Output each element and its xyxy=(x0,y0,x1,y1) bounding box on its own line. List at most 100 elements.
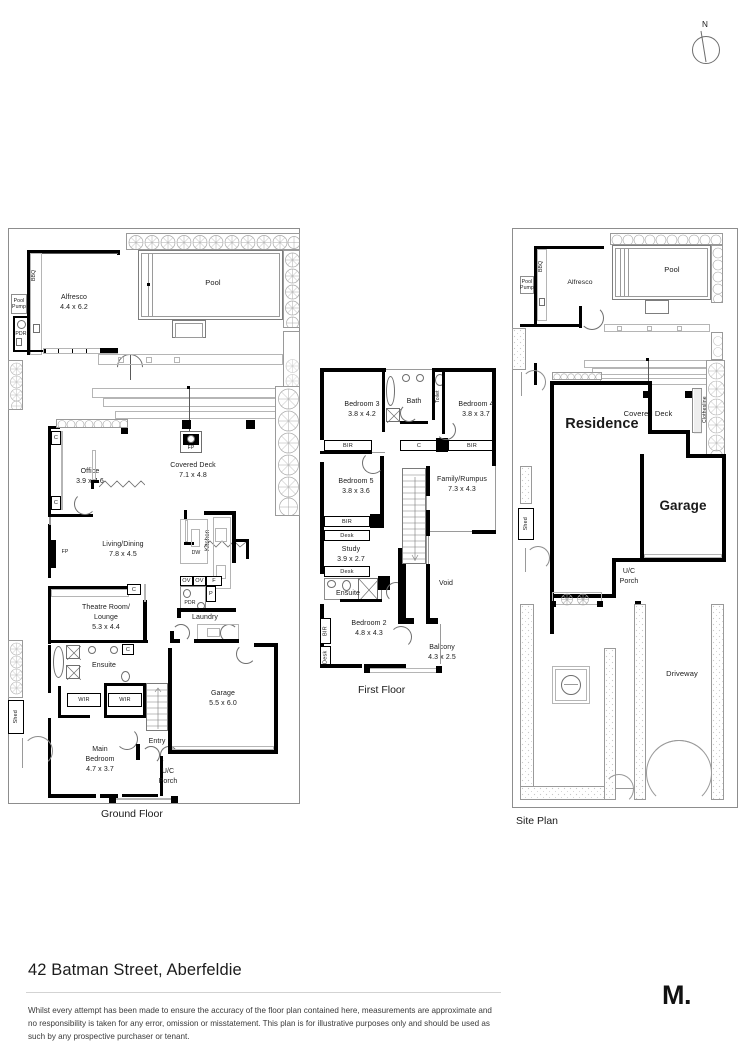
paving-joint-1 xyxy=(44,349,46,353)
footer-divider xyxy=(26,992,501,993)
porch-label-1: U/C xyxy=(161,768,175,775)
site-pergola-beam-1 xyxy=(584,360,709,368)
porch-post-left xyxy=(109,796,116,803)
study-wall-left xyxy=(320,528,324,574)
main-bedroom-label-2: Bedroom xyxy=(85,756,115,763)
ff-wall-top-e xyxy=(436,368,496,372)
paving-joint-4 xyxy=(86,349,87,353)
bedroom4-dims: 3.8 x 3.7 xyxy=(462,411,490,418)
pool-pump-label-2: Pump xyxy=(12,304,26,310)
garage-dims: 5.5 x 6.0 xyxy=(209,700,237,707)
alfresco-post-tr xyxy=(117,250,120,255)
porch-step-strip xyxy=(552,592,602,606)
pool-step-line-2 xyxy=(152,253,153,317)
site-garden-left-1 xyxy=(512,328,526,370)
vanity-basin-1 xyxy=(88,646,96,654)
dw-label: DW xyxy=(191,550,201,556)
bbq-cabinet xyxy=(33,324,40,333)
shrub-col-right-deck xyxy=(275,386,300,516)
laundry-label: Laundry xyxy=(192,614,218,621)
toilet-wall-left-2 xyxy=(432,402,435,420)
site-porch-label-2: Porch xyxy=(619,578,639,585)
garage-label: Garage xyxy=(211,690,235,697)
main-bed-door-jamb xyxy=(136,744,140,760)
covered-deck-dims: 7.1 x 4.8 xyxy=(179,472,207,479)
site-deck-tile-3 xyxy=(677,326,682,331)
ff-wall-right-b xyxy=(492,440,496,466)
bath-shower xyxy=(386,408,402,424)
bedroom4-pier xyxy=(436,438,448,452)
site-alfresco-door-leaf xyxy=(579,306,582,328)
pdr-basin xyxy=(16,338,22,346)
laundry-wall-bottom-left xyxy=(170,639,180,643)
office-jamb-a xyxy=(91,480,99,483)
office-door-swing xyxy=(74,493,96,515)
ff-ensuite-wall-bottom xyxy=(340,599,382,602)
shrub-col-right-mid xyxy=(283,331,300,389)
site-garage-door xyxy=(644,554,722,558)
ff-wall-top-c xyxy=(386,369,432,370)
ensuite-toilet-icon xyxy=(121,671,130,682)
garage-wall-left xyxy=(168,648,172,753)
deck-tile-1 xyxy=(118,357,124,363)
site-plan-title: Site Plan xyxy=(516,815,559,827)
main-bedroom-label-1: Main xyxy=(92,746,108,753)
bedroom3-label: Bedroom 3 xyxy=(344,401,380,408)
pergola-beam-2 xyxy=(103,398,282,407)
site-pool-step-3 xyxy=(628,248,629,297)
laundry-door-swing-left xyxy=(172,624,190,642)
wir-right: WIR xyxy=(108,693,142,707)
ff-ensuite-basin xyxy=(327,580,336,588)
porch-post-a xyxy=(550,601,556,607)
bedroom2-wall-bottom-a xyxy=(320,664,362,668)
residence-wall-step-2v xyxy=(686,430,690,458)
site-pool-label: Pool xyxy=(664,265,680,274)
site-alfresco-label: Alfresco xyxy=(567,279,593,286)
living-fireplace xyxy=(50,540,56,568)
garage-door-swing xyxy=(236,644,256,664)
front-gate-leaf xyxy=(616,788,634,789)
driveway-garden-right xyxy=(711,604,724,800)
bedroom3-wall-bottom xyxy=(320,451,372,454)
balcony-wall-right xyxy=(440,624,441,664)
site-deck-tile-1 xyxy=(617,326,622,331)
pergola-centre-line xyxy=(189,388,190,432)
ground-floor-title: Ground Floor xyxy=(101,808,163,820)
pool-pump-label-1: Pool xyxy=(13,298,25,304)
alfresco-dims: 4.4 x 6.2 xyxy=(60,304,88,311)
family-wall-bottom-b xyxy=(430,531,472,532)
site-alfresco-wall-bottom xyxy=(520,324,580,327)
bath-wall-bottom xyxy=(400,421,428,424)
bedroom4-label: Bedroom 4 xyxy=(458,401,494,408)
pdr2-toilet-icon xyxy=(183,589,191,598)
ff-ensuite-door-swing xyxy=(386,582,406,602)
garage-wall-top xyxy=(254,643,278,647)
first-floor-plan: Bedroom 3 3.8 x 4.2 BIR Bath Toilet Bedr… xyxy=(310,368,510,708)
site-shrub-row-top xyxy=(610,233,723,245)
alfresco-wall-top xyxy=(27,250,120,253)
bedroom4-wall-left xyxy=(442,372,445,434)
kitchen-island xyxy=(180,519,208,564)
feature-planter-outer xyxy=(552,666,590,704)
living-wall-left xyxy=(48,524,51,578)
office-zigzag xyxy=(98,476,146,488)
stair-wall-b xyxy=(426,510,430,536)
balcony-dims: 4.3 x 2.5 xyxy=(428,654,456,661)
residence-wall-step-2h xyxy=(686,454,726,458)
garage-wall-left-site xyxy=(640,454,644,562)
laundry-wall-bottom xyxy=(194,639,239,643)
garage-wall-bottom xyxy=(168,750,278,754)
bedroom5-pier xyxy=(370,514,382,528)
shed-label: Shed xyxy=(13,710,19,724)
driveway-label: Driveway xyxy=(666,669,698,678)
residence-wall-step-1v xyxy=(648,381,652,434)
property-address: 42 Batman Street, Aberfeldie xyxy=(28,961,242,979)
study-desk-bottom: Desk xyxy=(324,566,370,577)
compass-rose: N xyxy=(684,20,728,66)
void-wall-left xyxy=(402,564,406,620)
site-alfresco-wall-left xyxy=(534,246,537,326)
theatre-shelf xyxy=(51,589,129,597)
site-bbq-cabinet xyxy=(539,298,545,306)
driveway-garden-left xyxy=(634,604,646,800)
deck-corner-beam xyxy=(236,539,249,542)
